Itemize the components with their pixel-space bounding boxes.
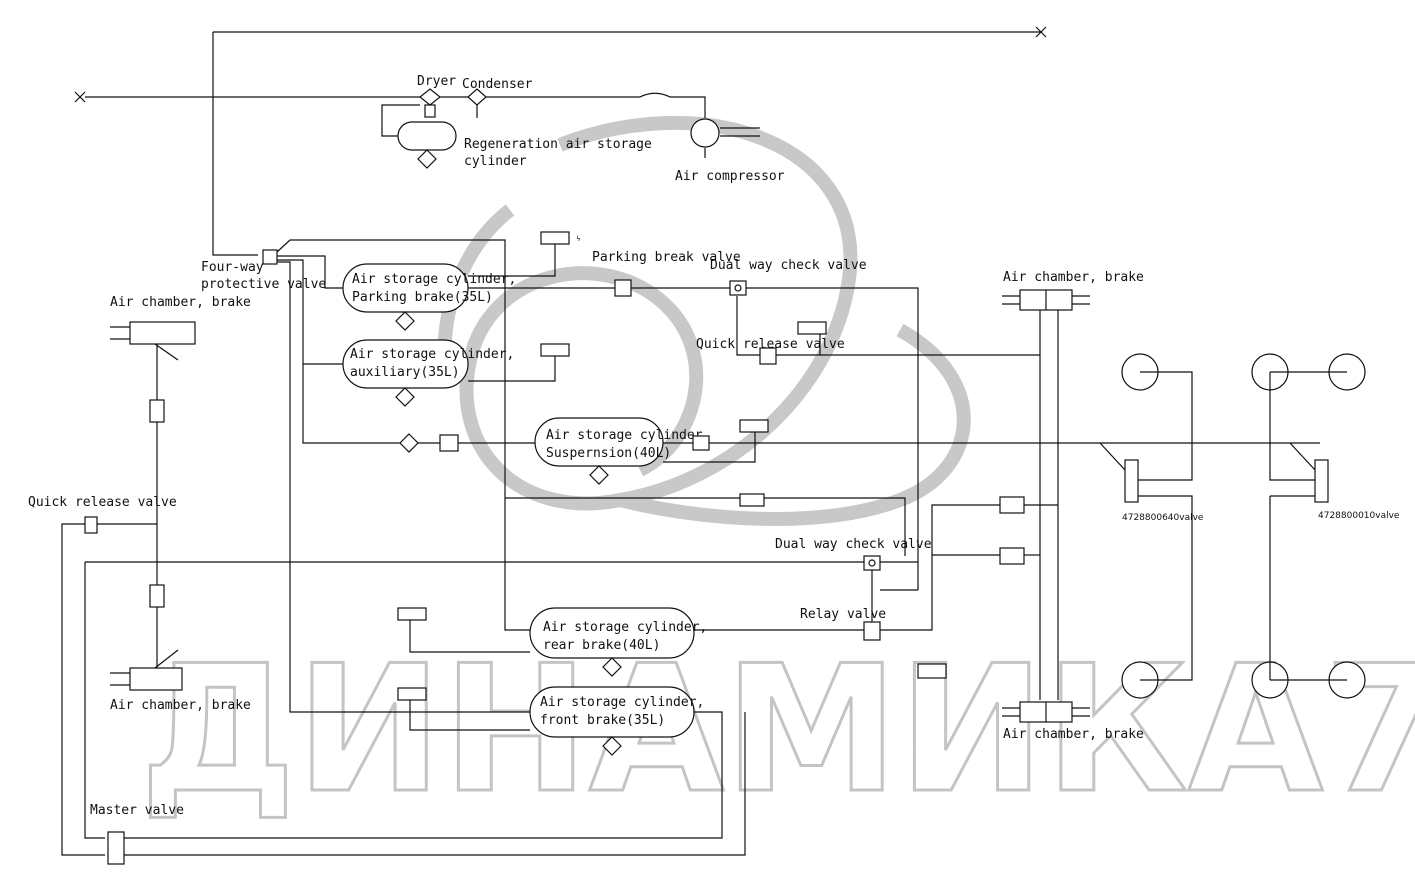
end-coupling-top-left-icon: [74, 91, 86, 103]
parking-lines: [468, 240, 1040, 590]
cylinder-rear-brake: Air storage cylinder, rear brake(40L): [529, 607, 707, 677]
cylinder-front-brake: Air storage cylinder, front brake(35L): [529, 686, 704, 756]
air-chamber-left-top-body: [129, 321, 196, 345]
filter-icon: [399, 433, 419, 453]
four-way-protective-valve: [262, 249, 278, 265]
cylinder-suspension-label-1: Air storage cylinder,: [546, 428, 710, 443]
air-chamber-brake-left-bottom: Air chamber, brake: [110, 649, 251, 713]
pressure-sensor-bottom: [917, 663, 947, 679]
dryer-icon: [419, 88, 441, 118]
pressure-limit-valve: [439, 434, 459, 452]
dual-way-check-valve-top: [729, 280, 747, 296]
air-compressor-icon: [690, 118, 720, 148]
pressure-switch-1: [540, 231, 570, 245]
check-ball-icon: [868, 559, 876, 567]
drain-valve-icon: [395, 387, 415, 407]
drain-valve-icon: [602, 657, 622, 677]
master-valve: [107, 831, 125, 865]
cylinder-front-label-2: front brake(35L): [540, 713, 665, 728]
cylinder-parking: Air storage cylinder, Parking brake(35L): [342, 263, 516, 331]
master-valve-lines: [124, 711, 746, 856]
regeneration-cylinder-label-2: cylinder: [464, 154, 527, 169]
air-chamber-brake-right-bottom: Air chamber, brake: [1002, 701, 1144, 742]
relay-valve: [863, 621, 881, 641]
abs-valve-right-bottom: [999, 547, 1025, 565]
drain-valve-icon: [395, 311, 415, 331]
regeneration-cylinder: [397, 121, 457, 151]
valve-4728-right-label: 4728800010valve: [1318, 511, 1400, 521]
air-chamber-left-top-label: Air chamber, brake: [110, 295, 251, 310]
dual-way-check-valve-bottom-label: Dual way check valve: [775, 537, 932, 552]
condenser-label: Condenser: [462, 77, 533, 92]
cylinder-parking-label-1: Air storage cylinder,: [352, 272, 516, 287]
abs-valve-mid: [739, 493, 765, 507]
dual-way-check-valve-top-label: Dual way check valve: [710, 258, 867, 273]
air-chamber-brake-right-top: Air chamber, brake: [1002, 270, 1144, 311]
drain-valve-icon: [417, 149, 437, 169]
suspension-lines: [418, 300, 1320, 700]
cylinder-parking-label-2: Parking brake(35L): [352, 290, 493, 305]
pressure-switch-suspension: [739, 419, 769, 433]
air-chamber-left-bottom-label: Air chamber, brake: [110, 698, 251, 713]
air-chamber-right-top-label: Air chamber, brake: [1003, 270, 1144, 285]
four-way-valve-label-1: Four-way: [201, 260, 264, 275]
pressure-switch-rear: [397, 607, 427, 621]
quick-release-valve-top: [759, 347, 777, 365]
cylinder-rear-label-2: rear brake(40L): [543, 638, 660, 653]
air-compressor-label: Air compressor: [675, 169, 785, 184]
relay-valve-label: Relay valve: [800, 607, 886, 622]
end-coupling-top-right-icon: [1035, 26, 1047, 38]
regeneration-cylinder-label-1: Regeneration air storage: [464, 137, 652, 152]
cylinder-auxiliary-label-2: auxiliary(35L): [350, 365, 460, 380]
cylinder-auxiliary-label-1: Air storage cylinder,: [350, 347, 514, 362]
dryer-label: Dryer: [417, 74, 456, 89]
top-supply-lines: [85, 31, 1040, 256]
quick-release-valve-top-label: Quick release valve: [696, 337, 845, 352]
cylinder-suspension-label-2: Suspernsion(40L): [546, 446, 671, 461]
left-branch-lines: [61, 344, 918, 856]
quick-release-valve-left-label: Quick release valve: [28, 495, 177, 510]
valve-4728-left-label: 4728800640valve: [1122, 513, 1204, 523]
parking-break-valve-label: Parking break valve: [592, 250, 741, 265]
level-valve-right: [1314, 459, 1329, 503]
level-valve-left: [1124, 459, 1139, 503]
rear-switch-line: [409, 620, 530, 653]
four-way-valve-label-2: protective valve: [201, 277, 326, 292]
air-chamber-brake-left-top: Air chamber, brake: [110, 295, 251, 361]
drain-valve-icon: [602, 736, 622, 756]
air-chamber-right-bottom-label: Air chamber, brake: [1003, 727, 1144, 742]
pressure-switch-front: [397, 687, 427, 701]
parking-break-valve: [614, 279, 632, 297]
front-switch-line: [409, 700, 530, 731]
quick-release-valve-left: [84, 516, 98, 534]
check-valve-suspension: [692, 435, 710, 451]
cylinder-auxiliary: Air storage cylinder, auxiliary(35L): [342, 339, 514, 407]
pressure-sensor-top: [797, 321, 827, 335]
relay-lines: [505, 497, 1000, 631]
cylinder-suspension: Air storage cylinder, Suspernsion(40L): [534, 417, 710, 485]
bolt-icon: ϟ: [576, 235, 581, 243]
dual-way-check-valve-bottom: [863, 555, 881, 571]
pressure-switch-2: [540, 343, 570, 357]
master-valve-label: Master valve: [90, 803, 184, 818]
abs-valve-left-bottom: [149, 584, 165, 608]
air-spring-group-right: 4728800010valve: [1251, 353, 1400, 699]
drain-valve-icon: [589, 465, 609, 485]
air-spring-group-left: 4728800640valve: [1099, 353, 1204, 699]
condenser-icon: [467, 88, 487, 118]
abs-valve-right-top: [999, 496, 1025, 514]
check-ball-icon: [734, 284, 742, 292]
watermark-text: ДИНАМИКА76: [140, 629, 1415, 832]
cylinder-front-label-1: Air storage cylinder,: [540, 695, 704, 710]
abs-valve-left-top: [149, 399, 165, 423]
air-chamber-left-bottom-body: [129, 667, 183, 691]
cylinder-rear-label-1: Air storage cylinder,: [543, 620, 707, 635]
